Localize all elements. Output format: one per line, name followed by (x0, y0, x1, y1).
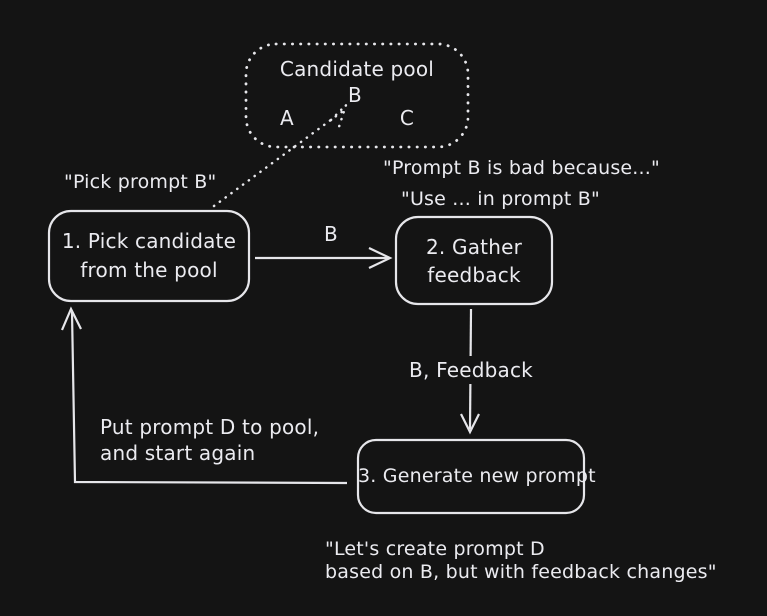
arrow-step1-to-step2 (255, 247, 393, 269)
arrow-step1-to-step2-head (368, 247, 393, 269)
loop-label-line2: and start again (100, 441, 256, 465)
step1-label: 1. Pick candidate from the pool (49, 227, 249, 285)
pool-item-c: C (399, 106, 415, 130)
quote-use-prompt: "Use ... in prompt B" (401, 188, 600, 210)
quote-pick-prompt: "Pick prompt B" (64, 171, 217, 193)
pool-item-a: A (280, 106, 294, 130)
step1-label-line1: 1. Pick candidate (61, 229, 237, 253)
candidate-pool-title: Candidate pool (279, 57, 435, 81)
arrow-step2-to-step3-head (460, 413, 480, 435)
step3-border (356, 438, 586, 515)
candidate-pool-shape (244, 42, 470, 149)
edge-label-feedback: B, Feedback (391, 356, 551, 384)
step2-border (394, 215, 554, 306)
step1-node-shape (47, 209, 251, 303)
step3-node-shape (356, 438, 586, 515)
step3-label: 3. Generate new prompt (358, 465, 596, 487)
quote-create-line2: based on B, but with feedback changes" (325, 561, 717, 583)
step2-label-line1: 2. Gather (425, 235, 523, 259)
step2-label-line2: feedback (427, 263, 521, 287)
edge-label-b: B (324, 222, 338, 246)
pick-dotted-arrow (212, 104, 348, 208)
quote-prompt-bad: "Prompt B is bad because..." (383, 157, 660, 179)
edge-label-feedback-text: B, Feedback (401, 356, 541, 384)
arrow-loop-step3-to-step1 (60, 306, 348, 485)
arrow-loop-head (60, 306, 82, 331)
loop-label-line1: Put prompt D to pool, (100, 415, 320, 439)
pool-item-b: B (348, 83, 362, 107)
pick-dotted-arrowhead (329, 104, 348, 132)
candidate-pool-border (244, 42, 470, 149)
step1-border (47, 209, 251, 303)
step1-label-line2: from the pool (80, 258, 218, 282)
step2-label: 2. Gather feedback (396, 233, 552, 289)
quote-create-line1: "Let's create prompt D (325, 538, 545, 560)
pick-dotted-arrow-line (212, 109, 345, 208)
step2-node-shape (394, 215, 554, 306)
arrow-loop-line (70, 311, 348, 485)
